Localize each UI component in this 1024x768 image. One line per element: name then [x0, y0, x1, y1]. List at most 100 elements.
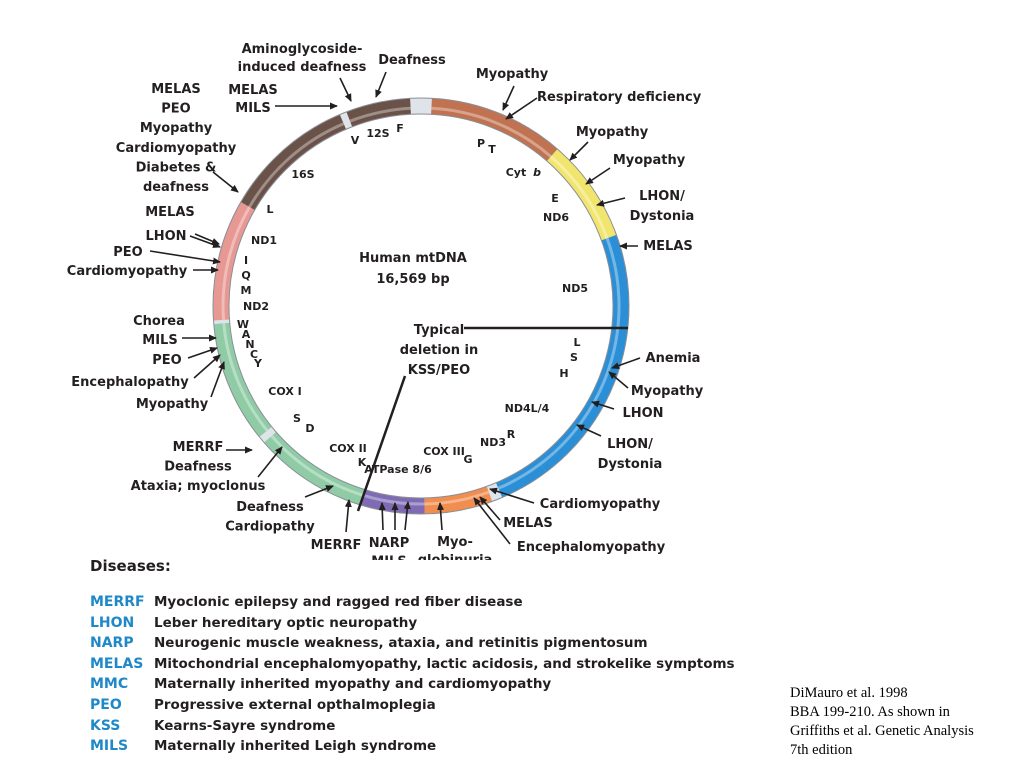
gene-label-w: W: [237, 318, 249, 331]
deletion-marker: Typical deletion in KSS/PEO: [356, 323, 628, 512]
gene-label-atpase: ATPase 8/6: [364, 463, 432, 476]
disease-label-mils-wanc-1: MILS: [142, 333, 177, 348]
disease-label-encephalomyopathy-1: Encephalomyopathy: [517, 540, 666, 555]
legend-desc: Maternally inherited myopathy and cardio…: [154, 676, 552, 693]
gene-label-q: Q: [241, 269, 250, 282]
disease-label-lhon-dystonia-1-2: Dystonia: [630, 209, 695, 224]
seg-16s: [240, 114, 347, 211]
gene-label-cox3: COX III: [423, 445, 465, 458]
arrow-anemia: [611, 357, 641, 369]
disease-label-lhon-dystonia-1-1: LHON/: [639, 189, 685, 204]
gene-label-k: K: [358, 456, 367, 469]
ring-outer-edge: [212, 97, 630, 515]
legend-heading: Diseases:: [90, 557, 171, 575]
seg-nd4-nd3-highlight: [497, 462, 542, 490]
disease-label-aminoglycoside-1: Aminoglycoside-: [242, 42, 363, 57]
disease-legend: Diseases: MERRF Myoclonic epilepsy and ra…: [90, 557, 780, 759]
gene-label-m: M: [241, 284, 252, 297]
disease-label-narp-2: MILS: [371, 555, 406, 561]
citation-line-3: Griffiths et al. Genetic Analysis: [790, 723, 974, 739]
disease-label-respiratory-1: Respiratory deficiency: [537, 90, 702, 105]
arrow-deafness-cardiopathy: [304, 485, 334, 498]
disease-arrows: [149, 71, 641, 545]
disease-label-myopathy-p-1: Myopathy: [476, 67, 549, 82]
disease-label-myopathy-wanc-1: Myopathy: [136, 397, 209, 412]
seg-cox1: [213, 322, 272, 437]
disease-label-melas-g-1: MELAS: [503, 516, 553, 531]
gene-label-s2: S: [570, 351, 578, 364]
gene-label-s1: S: [293, 412, 301, 425]
gene-label-nd4l4: ND4L/4: [505, 402, 550, 415]
disease-label-lhon-nd4-1: LHON: [622, 406, 663, 421]
arrow-cardiomyopathy-g: [489, 487, 535, 504]
disease-label-encephalopathy-1: Encephalopathy: [71, 375, 189, 390]
gene-label-v: V: [351, 134, 360, 147]
arrow-myopathy-cytb2: [585, 167, 611, 185]
disease-label-myoglobinuria-1: Myo-: [437, 535, 473, 550]
deletion-label-2: deletion in: [400, 343, 479, 358]
arrow-encephalomyopathy: [473, 497, 511, 545]
gene-label-d: D: [305, 422, 314, 435]
legend-abbr: MERRF: [90, 594, 145, 610]
disease-label-anemia-1: Anemia: [646, 351, 701, 366]
gene-label-12s: 12S: [366, 127, 389, 140]
disease-label-merrf-s-3: Ataxia; myoclonus: [131, 479, 266, 494]
gene-label-cytb_b: b: [533, 166, 541, 179]
legend-abbr: LHON: [90, 614, 135, 631]
legend-row-melas: MELAS Mitochondrial encephalomyopathy, la…: [90, 656, 780, 677]
gene-label-nd5: ND5: [562, 282, 588, 295]
citation-line-1: DiMauro et al. 1998: [790, 685, 908, 701]
arrow-myoglobinuria: [437, 502, 445, 531]
arrow-peo-nd1: [149, 250, 221, 265]
seg-nd4-nd3: [495, 459, 547, 498]
legend-abbr: MMC: [90, 676, 129, 693]
gene-label-cytb: Cyt: [506, 166, 527, 179]
arrow-deafness-top: [375, 71, 387, 98]
arrow-lhon-nd4: [591, 400, 615, 410]
gene-label-nd1: ND1: [251, 234, 277, 247]
gene-label-n: N: [245, 338, 254, 351]
arrow-myopathy-h: [608, 371, 629, 389]
arrow-aminoglycoside: [339, 77, 352, 102]
gene-label-c: C: [250, 348, 258, 361]
gene-label-16s: 16S: [291, 168, 314, 181]
gene-label-p: P: [477, 137, 485, 150]
disease-label-melas-nd1-1: MELAS: [145, 205, 195, 220]
gene-label-a: A: [242, 328, 251, 341]
gene-label-e: E: [551, 192, 559, 205]
arrow-merrf-k: [344, 499, 352, 533]
disease-label-lhon-dystonia-2-2: Dystonia: [598, 457, 663, 472]
gene-label-l2: L: [573, 336, 580, 349]
legend-desc: Mitochondrial encephalomyopathy, lactic …: [154, 655, 735, 672]
disease-label-cardiomyopathy-g-1: Cardiomyopathy: [540, 497, 661, 512]
seg-nd2-highlight: [221, 285, 226, 320]
legend-desc: Myoclonic epilepsy and ragged red fiber …: [154, 594, 523, 610]
disease-label-deafness-top-1: Deafness: [378, 53, 446, 68]
arrow-melas-g: [479, 496, 501, 521]
gene-label-nd3: ND3: [480, 436, 506, 449]
mtdna-ring: [212, 97, 630, 515]
ring-inner-edge: [228, 113, 614, 499]
gene-label-cox1: COX I: [268, 385, 301, 398]
legend-desc: Leber hereditary optic neuropathy: [154, 614, 418, 631]
seg-cytb: [546, 149, 617, 241]
legend-desc: Progressive external opthalmoplegia: [154, 696, 436, 713]
legend-abbr: PEO: [90, 696, 122, 713]
seg-dloop-highlight: [431, 106, 552, 158]
seg-nd5-nd6-highlight: [539, 237, 621, 466]
deletion-label-3: KSS/PEO: [408, 363, 470, 378]
seg-cox1-highlight: [222, 323, 269, 432]
disease-label-merrf-k-1: MERRF: [311, 538, 362, 553]
legend-abbr: MELAS: [90, 655, 144, 672]
gene-label-t: T: [488, 143, 496, 156]
gene-label-f: F: [396, 122, 404, 135]
arrow-respiratory: [505, 97, 538, 120]
disease-label-myoglobinuria-2: globinuria: [418, 553, 493, 560]
disease-label-melas-16s-5: Diabetes &: [136, 160, 217, 175]
disease-label-melas-mils-top-2: MILS: [235, 101, 270, 116]
disease-label-aminoglycoside-2: induced deafness: [238, 60, 367, 75]
center-title-line1: Human mtDNA: [359, 251, 467, 266]
